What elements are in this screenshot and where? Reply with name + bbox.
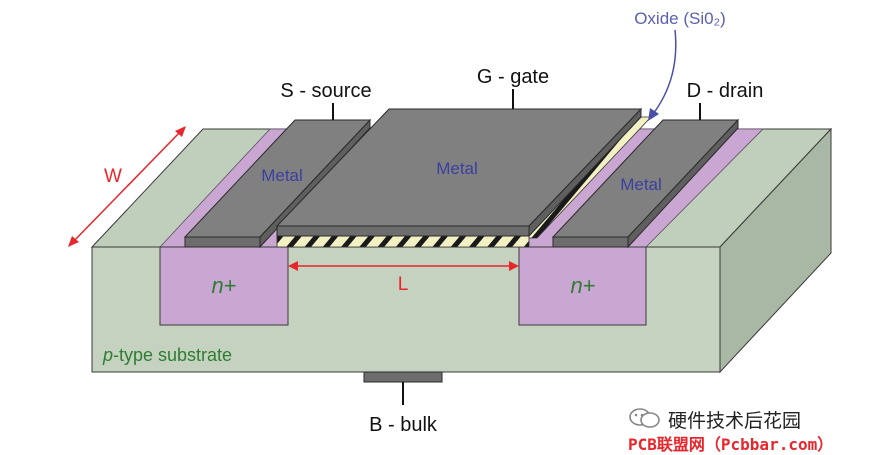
substrate-label-rest: -type substrate [113,345,232,365]
oxide-pointer-arrow [652,29,677,115]
n-plus-right-well [518,246,647,326]
drain-metal-label: Metal [620,175,662,194]
drain-metal-front [552,236,629,248]
source-metal-front [184,236,261,248]
watermark-site: PCB联盟网（Pcbbar.com） [628,435,834,454]
oxide-label: Oxide (Si0₂) [634,9,726,28]
n-plus-left-well [159,246,289,326]
wechat-icon [629,408,660,428]
gate-label: G - gate [477,66,549,88]
oxide-front [276,235,530,248]
n-plus-left-sign: + [224,273,237,298]
watermark-account: 硬件技术后花园 [668,410,802,432]
bulk-contact [363,371,443,383]
n-plus-left-letter: n [211,273,223,298]
length-arrow-head-left [288,261,298,271]
n-plus-right-sign: + [583,273,596,298]
gate-metal-label: Metal [436,159,478,178]
width-dimension-line [71,129,183,244]
width-label: W [104,166,122,187]
width-arrow-head-bottom [68,236,79,247]
watermark: 硬件技术后花园 PCB联盟网（Pcbbar.com） [628,404,864,454]
bulk-label: B - bulk [369,414,438,436]
drain-label: D - drain [687,80,764,102]
n-plus-right-letter: n [570,273,582,298]
substrate-label: p-type substrate [102,345,232,365]
n-plus-right-label: n+ [570,273,595,298]
length-arrow-head-right [509,261,519,271]
width-arrow-head-top [175,126,186,137]
substrate-label-p: p [102,345,113,365]
source-label: S - source [280,80,371,102]
length-label: L [398,274,409,295]
gate-metal-front [276,225,530,237]
source-metal-label: Metal [261,166,303,185]
n-plus-left-label: n+ [211,273,236,298]
oxide-pointer-head [648,108,659,121]
